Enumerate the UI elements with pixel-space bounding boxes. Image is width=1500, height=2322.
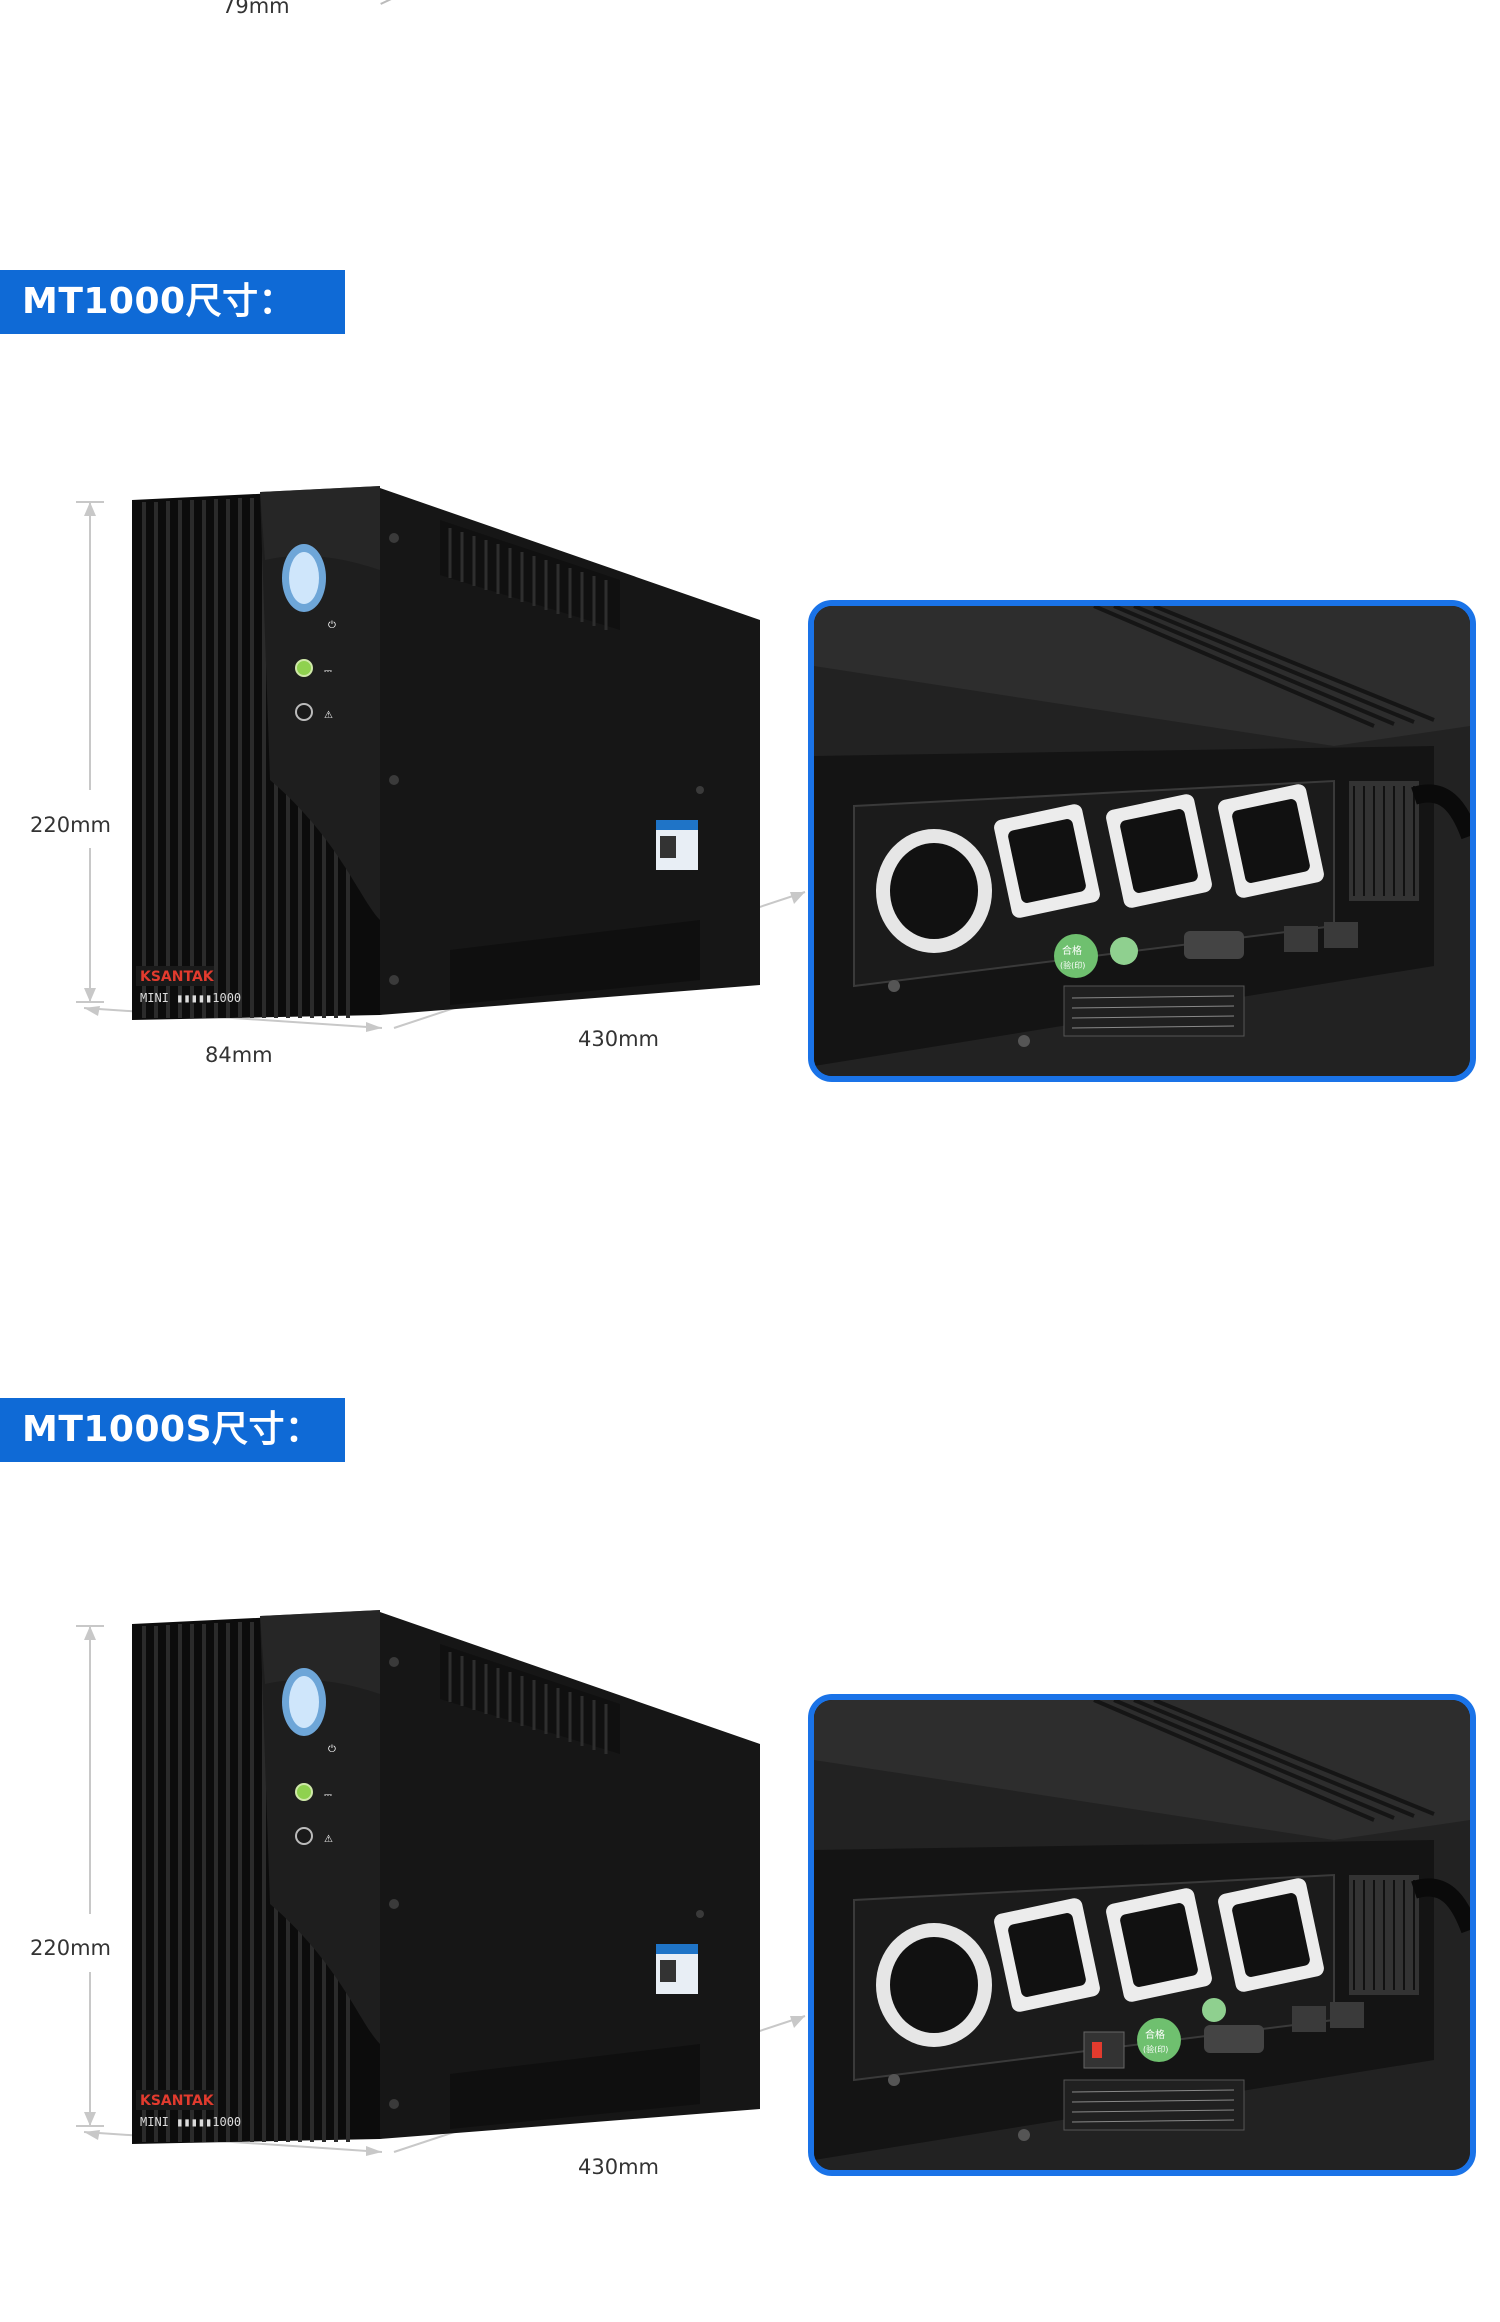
height-dimension-label: 220mm (30, 1936, 111, 1960)
pass-sticker: 合格 (1145, 2028, 1165, 2041)
svg-text:⎓: ⎓ (324, 1790, 332, 1801)
height-dimension-label: 220mm (30, 813, 111, 837)
svg-text:⎓: ⎓ (324, 666, 332, 677)
pass-sticker: 合格 (1062, 944, 1082, 957)
height-dimension-line (76, 501, 104, 1003)
ac-outlet (876, 1923, 992, 2047)
pass-sticker-sub: (验(印) (1060, 960, 1085, 970)
rear-panel-photo: 合格 (验(印) (808, 600, 1476, 1082)
ac-outlet (876, 829, 992, 953)
width-dimension-label: 84mm (205, 1043, 273, 1067)
model-mark: MINI ▮▮▮▮▮1000 (140, 2115, 241, 2129)
ups-tower-render: ⏻ ⎓ ⚠ KSANTAK MINI ▮▮▮▮▮1000 (76, 1610, 806, 2156)
brand-logo: KSANTAK (140, 969, 215, 985)
depth-dimension-label: 430mm (578, 1027, 659, 1051)
top-width-dimension: 79mm (222, 0, 290, 18)
depth-dimension-label: 430mm (578, 2155, 659, 2179)
height-dimension-line (76, 1625, 104, 2127)
svg-text:⏻: ⏻ (328, 1744, 336, 1755)
product-section-mt1000s: MT1000S尺寸： (0, 1398, 1500, 2179)
pass-sticker-sub: (验(印) (1143, 2044, 1168, 2054)
product-section-mt1000: MT1000尺寸： (0, 270, 1500, 1082)
ups-tower-render: ⏻ ⎓ ⚠ KSANTAK MINI ▮▮▮▮▮1000 (76, 486, 806, 1032)
svg-text:⏻: ⏻ (328, 620, 336, 631)
top-dimension-line (380, 0, 394, 5)
svg-text:⚠: ⚠ (324, 710, 333, 721)
section-title-badge: MT1000尺寸： (0, 270, 345, 334)
brand-logo: KSANTAK (140, 2093, 215, 2109)
svg-text:⚠: ⚠ (324, 1834, 333, 1845)
rear-panel-photo: 合格 (验(印) (808, 1694, 1476, 2176)
section-title-badge: MT1000S尺寸： (0, 1398, 345, 1462)
model-mark: MINI ▮▮▮▮▮1000 (140, 991, 241, 1005)
